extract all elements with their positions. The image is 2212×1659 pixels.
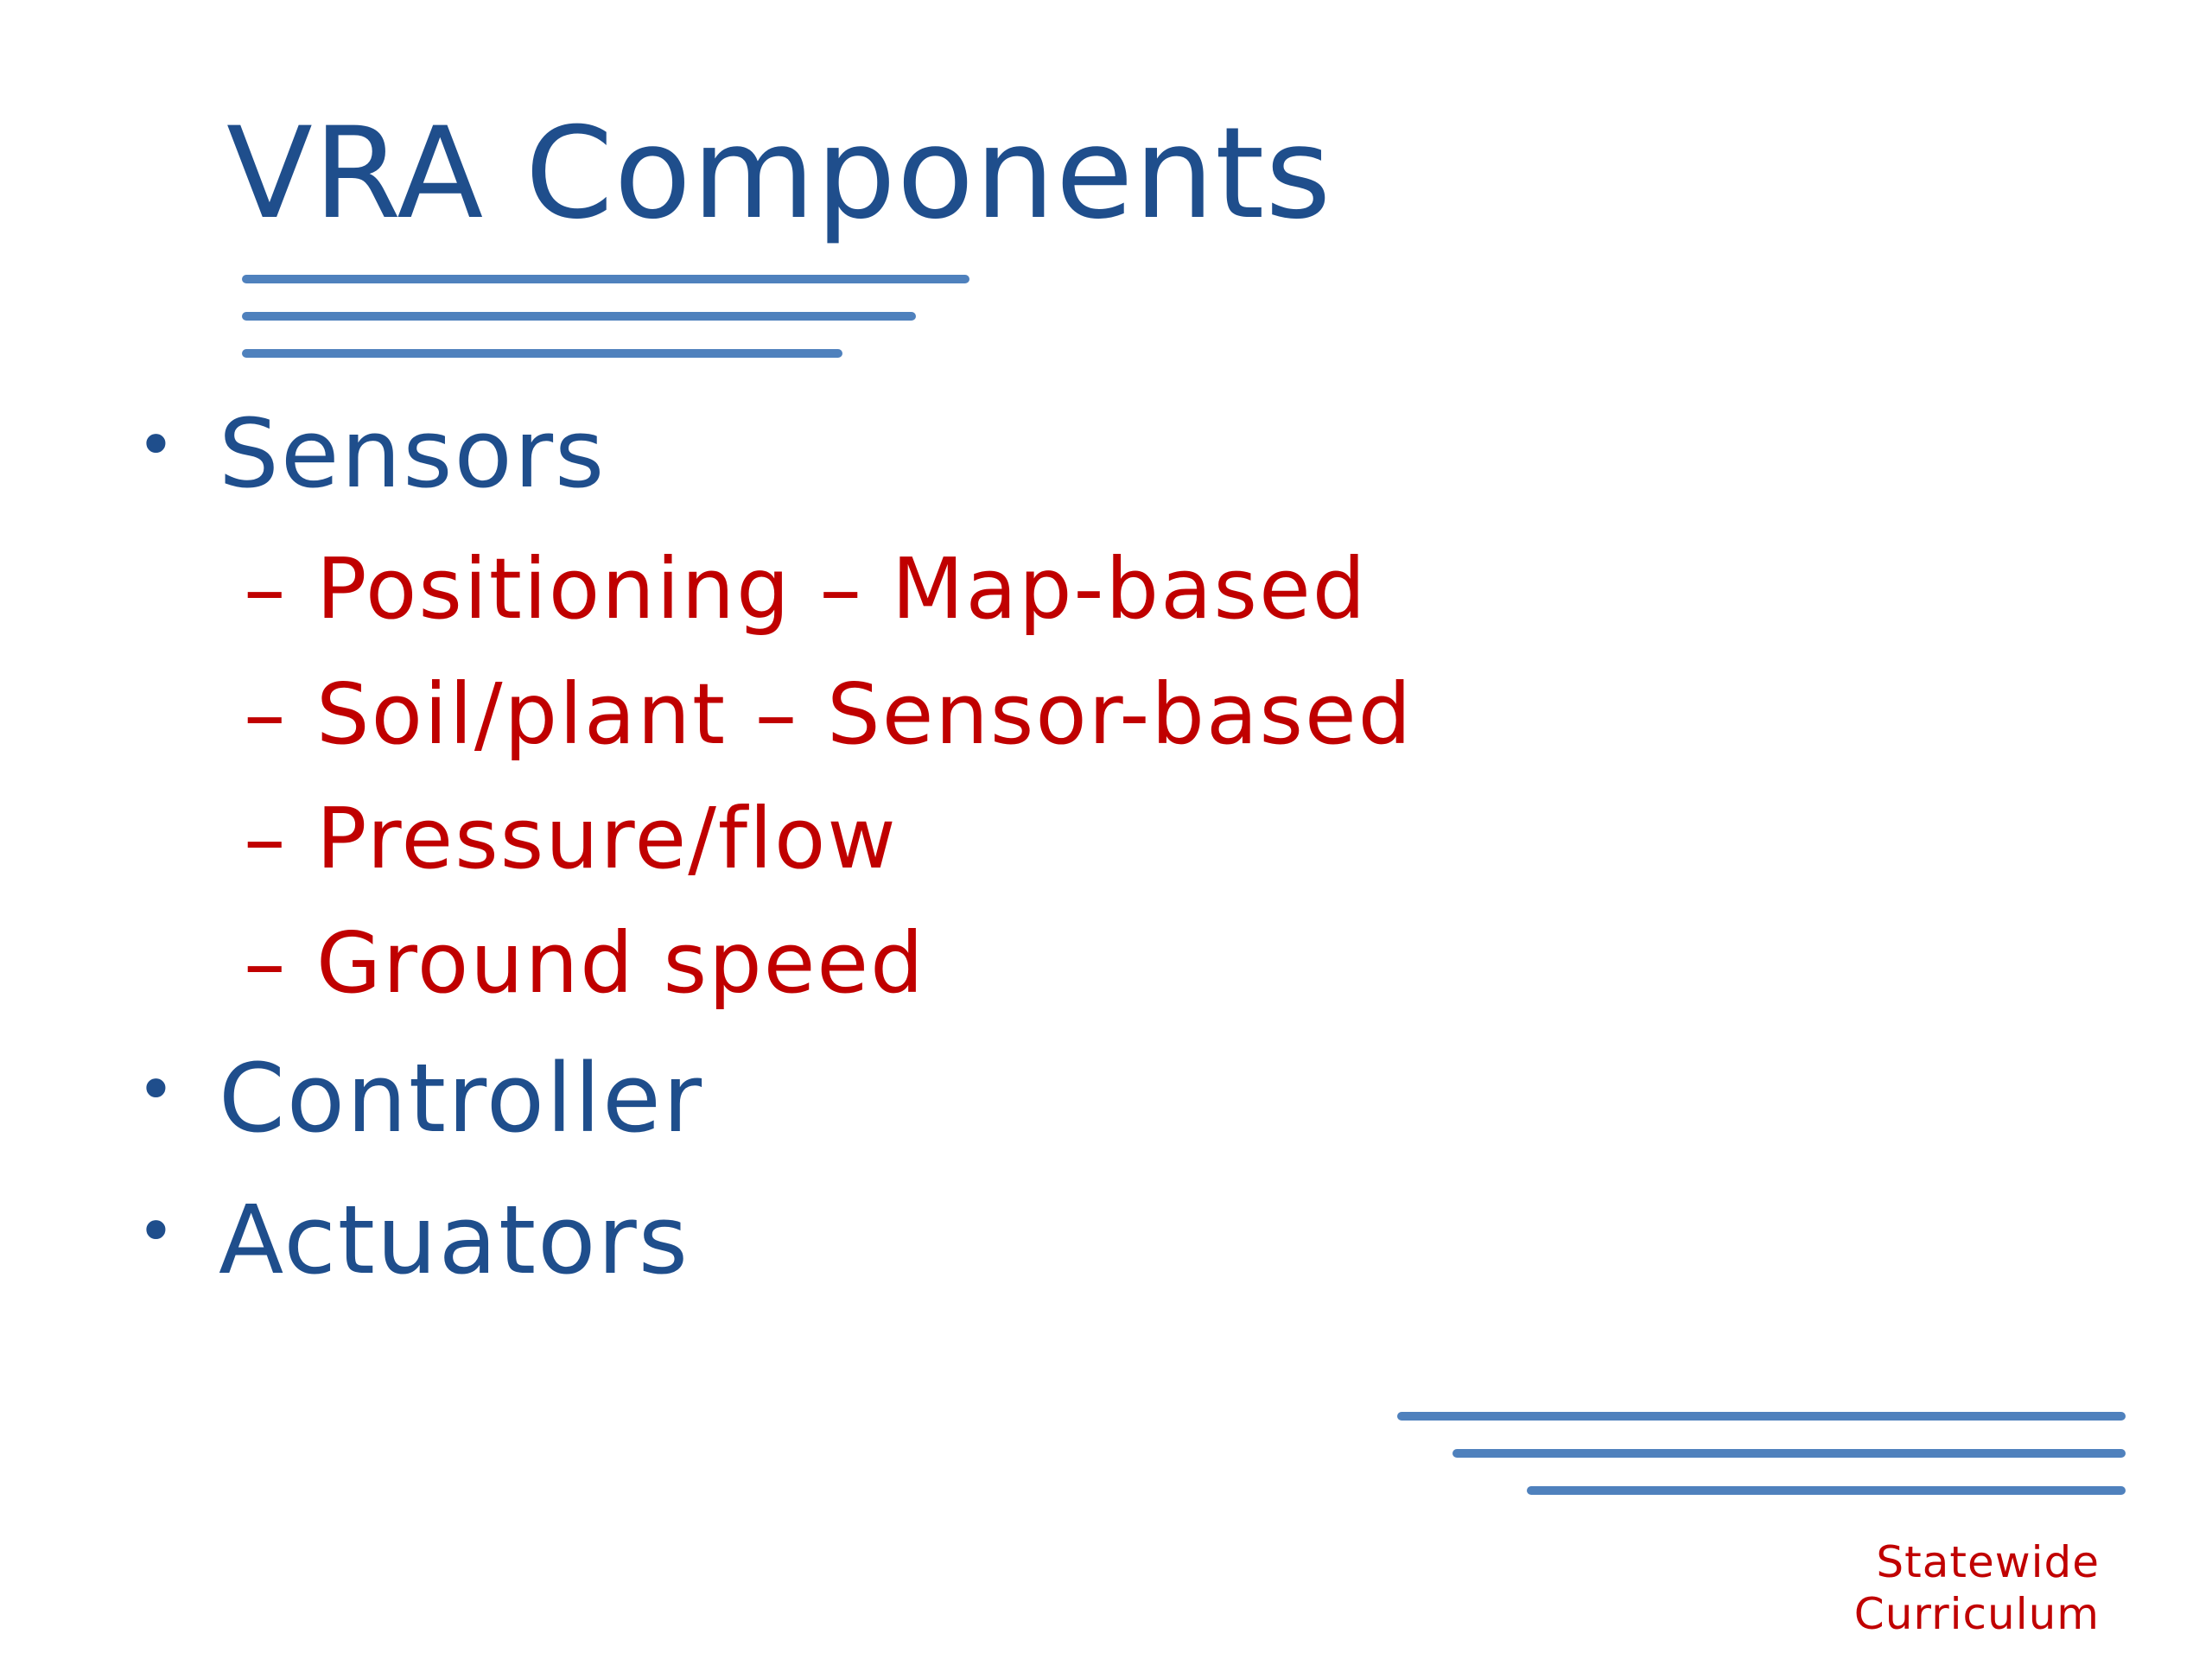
footer-rule-2 — [1452, 1449, 2126, 1458]
bullet-item-sensors: •Sensors — [137, 406, 606, 501]
bullet-text: Sensors — [219, 398, 607, 509]
sub-item-text: Pressure/flow — [316, 790, 898, 887]
title-underline-3 — [242, 349, 842, 358]
bullet-marker: • — [137, 1051, 175, 1128]
sub-item-pressure-flow: –Pressure/flow — [244, 797, 898, 880]
bullet-item-actuators: •Actuators — [137, 1192, 690, 1287]
bullet-item-controller: •Controller — [137, 1051, 703, 1146]
sub-marker: – — [244, 540, 288, 638]
footer-rule-3 — [1527, 1486, 2126, 1495]
bullet-text: Controller — [219, 1043, 704, 1154]
sub-item-positioning: –Positioning – Map-based — [244, 547, 1367, 631]
sub-item-soil-plant: –Soil/plant – Sensor-based — [244, 672, 1413, 756]
bullet-marker: • — [137, 1192, 175, 1269]
sub-item-text: Positioning – Map-based — [316, 540, 1368, 638]
sub-marker: – — [244, 665, 288, 763]
sub-marker: – — [244, 790, 288, 887]
footer-line-2: Curriculum — [1853, 1589, 2100, 1639]
title-underline-1 — [242, 275, 969, 283]
footer-line-1: Statewide — [1876, 1537, 2100, 1587]
footer-rule-1 — [1397, 1412, 2126, 1421]
title-underline-2 — [242, 312, 916, 321]
sub-marker: – — [244, 914, 288, 1012]
sub-item-text: Ground speed — [316, 914, 925, 1012]
footer-label: Statewide Curriculum — [1854, 1536, 2100, 1640]
slide-title: VRA Components — [226, 100, 1332, 247]
sub-item-ground-speed: –Ground speed — [244, 921, 925, 1005]
bullet-marker: • — [137, 406, 175, 483]
sub-item-text: Soil/plant – Sensor-based — [316, 665, 1414, 763]
bullet-text: Actuators — [219, 1185, 690, 1295]
